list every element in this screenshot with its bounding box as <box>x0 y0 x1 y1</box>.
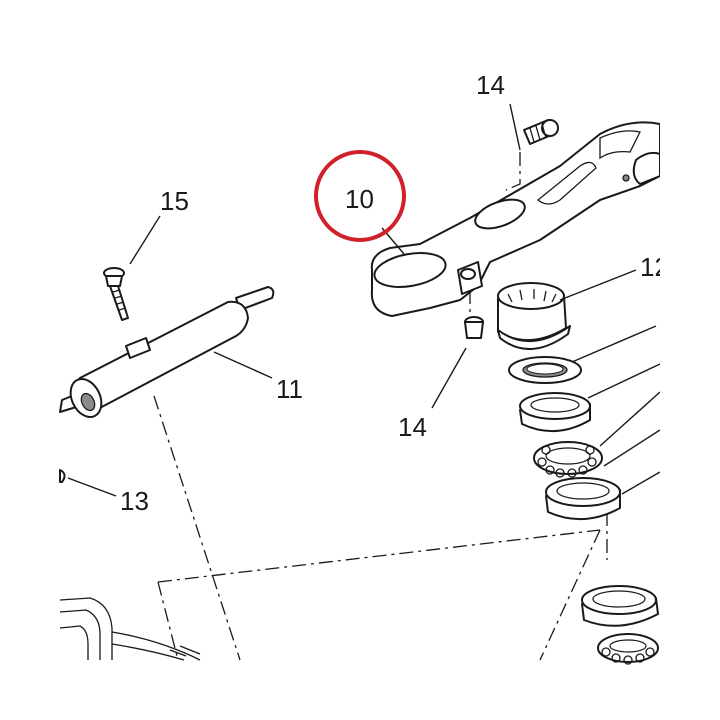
bolt-icon[interactable] <box>103 267 129 321</box>
yoke-icon[interactable] <box>370 121 661 317</box>
bearing-icon[interactable] <box>597 633 659 665</box>
callout-10: 10 <box>345 184 374 214</box>
callout-13: 13 <box>120 486 149 516</box>
dust-seal[interactable] <box>519 392 591 433</box>
callout-11: 11 <box>276 374 303 404</box>
assembly-guide-lines <box>153 152 608 661</box>
ring-nut[interactable] <box>497 282 571 351</box>
crop-mask <box>660 0 720 720</box>
washer[interactable] <box>508 356 582 384</box>
steering-damper[interactable] <box>59 286 275 422</box>
part-13-fitting[interactable] <box>59 469 66 483</box>
steering-head-stack <box>497 282 659 665</box>
leader-lines <box>67 103 661 497</box>
bolt-icon[interactable] <box>523 119 559 145</box>
callout-14-mid: 14 <box>398 412 427 442</box>
frame-fragment <box>59 597 201 661</box>
bolt-icon[interactable] <box>464 316 484 339</box>
callout-14-top: 14 <box>476 70 505 100</box>
callout-15: 15 <box>160 186 189 216</box>
bearing-race[interactable] <box>545 477 621 521</box>
lower-bearing-race[interactable] <box>581 585 659 627</box>
bearing-icon[interactable] <box>533 441 603 478</box>
highlight-circle[interactable] <box>314 150 406 242</box>
